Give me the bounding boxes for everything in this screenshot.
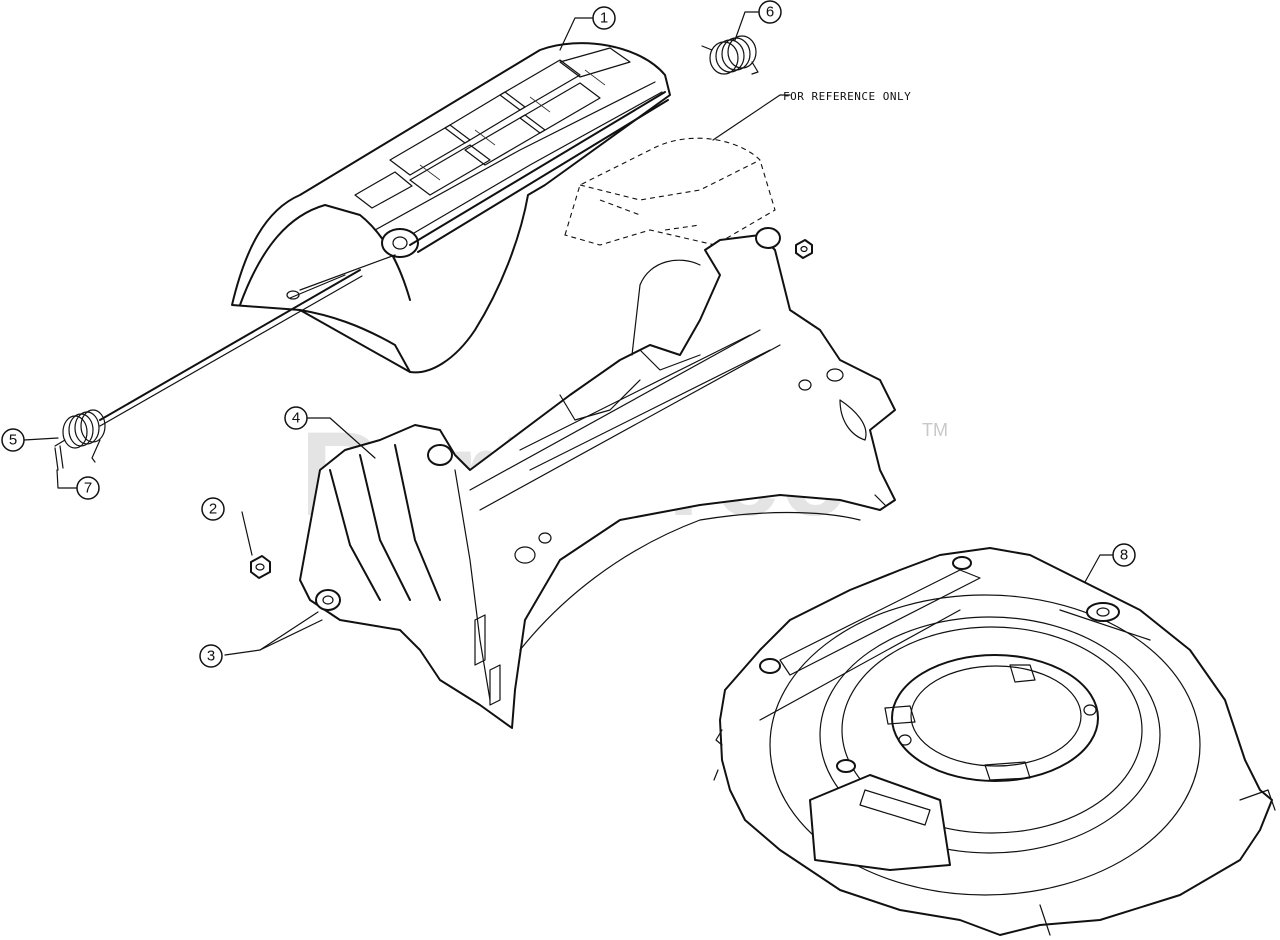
callout-5[interactable]: 5 (1, 428, 59, 452)
callout-2[interactable]: 2 (201, 497, 225, 521)
callout-6-label: 6 (766, 4, 774, 21)
callout-4[interactable]: 4 (284, 406, 376, 459)
reference-note: FOR REFERENCE ONLY (783, 90, 911, 103)
part-7-pin[interactable] (54, 445, 64, 471)
part-8-deck[interactable] (713, 547, 1276, 936)
part-1-rear-cover[interactable] (231, 42, 671, 374)
callout-1[interactable]: 1 (559, 6, 616, 51)
callout-1-label: 1 (600, 10, 608, 27)
callout-7[interactable]: 7 (56, 469, 100, 500)
part-3-pointer (224, 611, 323, 656)
callout-2-label: 2 (209, 501, 217, 518)
reference-only-part: FOR REFERENCE ONLY (564, 90, 911, 246)
callout-3-label: 3 (207, 648, 215, 665)
callout-3[interactable]: 3 (199, 644, 223, 668)
callout-5-label: 5 (9, 432, 17, 449)
callout-6[interactable]: 6 (734, 0, 782, 41)
callout-8[interactable]: 8 (1084, 543, 1136, 583)
callout-4-label: 4 (292, 410, 300, 427)
watermark-trademark: TM (922, 420, 948, 440)
small-nut-top (795, 239, 813, 259)
part-6-torsion-spring[interactable] (701, 35, 759, 75)
part-5-torsion-spring[interactable] (54, 409, 106, 463)
callout-7-label: 7 (84, 480, 92, 497)
part-4-frame[interactable] (299, 227, 896, 729)
part-2-nut[interactable] (241, 511, 271, 579)
callout-8-label: 8 (1120, 547, 1128, 564)
hinge-rod (99, 269, 363, 427)
